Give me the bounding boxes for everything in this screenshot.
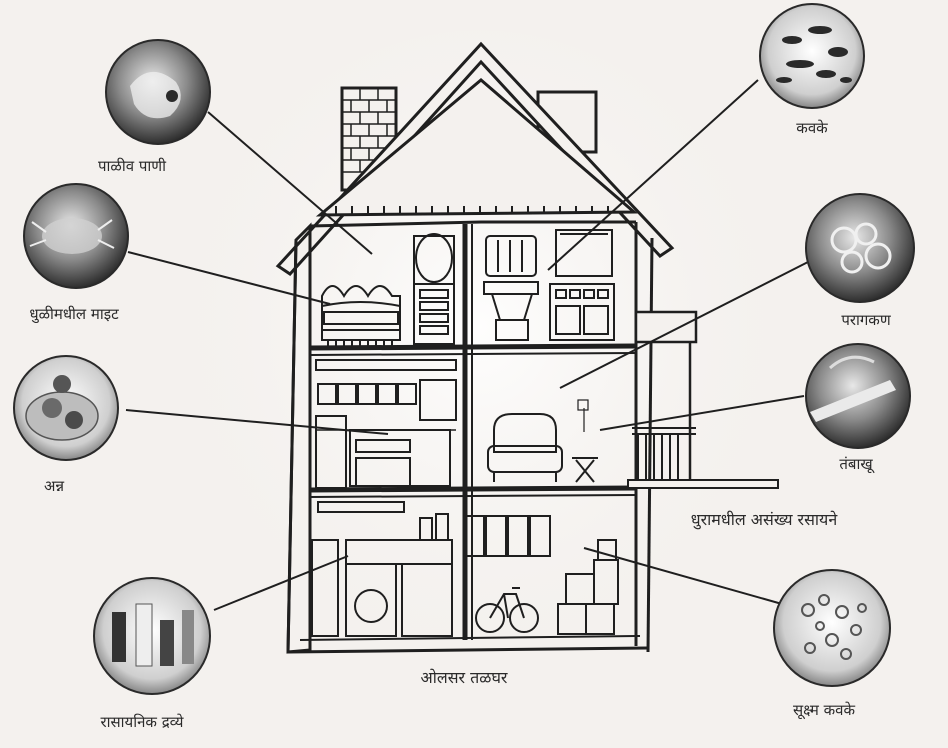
house [275,41,779,654]
attic-joists [319,206,635,216]
roof-outer [275,41,675,276]
label-tobacco: तंबाखू [839,455,873,473]
label-chemicals: रासायनिक द्रव्ये [100,713,184,731]
bubble-fine-fungi [773,569,891,687]
leader-tobacco [599,395,805,431]
label-smoke: धुरामधील असंख्य रसायने [690,510,838,529]
bubble-pollen [805,193,915,303]
bubble-tobacco [805,343,911,449]
label-fine-fungi: सूक्ष्म कवके [793,701,855,719]
living-room [487,399,598,483]
bathroom [483,229,615,341]
label-kk-top: कवके [796,119,828,137]
label-water: पाळीव पाणी [98,157,166,175]
leader-chemicals [213,555,349,611]
kitchen [315,359,457,489]
leader-lines [125,79,809,611]
bedroom [321,233,455,346]
porch-roof [634,310,698,344]
storage-basement [463,515,619,635]
bubble-chemicals [93,577,211,695]
porch-deck [627,479,779,489]
leader-food [125,409,389,435]
label-food: अन्न [43,477,65,495]
bubble-food [13,355,119,461]
porch-railing [632,427,696,480]
leader-fine-fungi [583,547,783,605]
leader-kk-top [547,79,759,271]
leader-water [207,111,373,255]
bubble-water [105,39,211,145]
laundry-basement [311,501,453,637]
label-basement: ओलसर तळघर [420,668,508,687]
label-mite: धुळीमधील माइट [29,305,119,323]
leader-pollen [559,261,809,389]
bubble-kk-top [759,3,865,109]
bubble-mite [23,183,129,289]
label-pollen: परागकण [841,311,891,329]
leader-mite [127,251,331,305]
